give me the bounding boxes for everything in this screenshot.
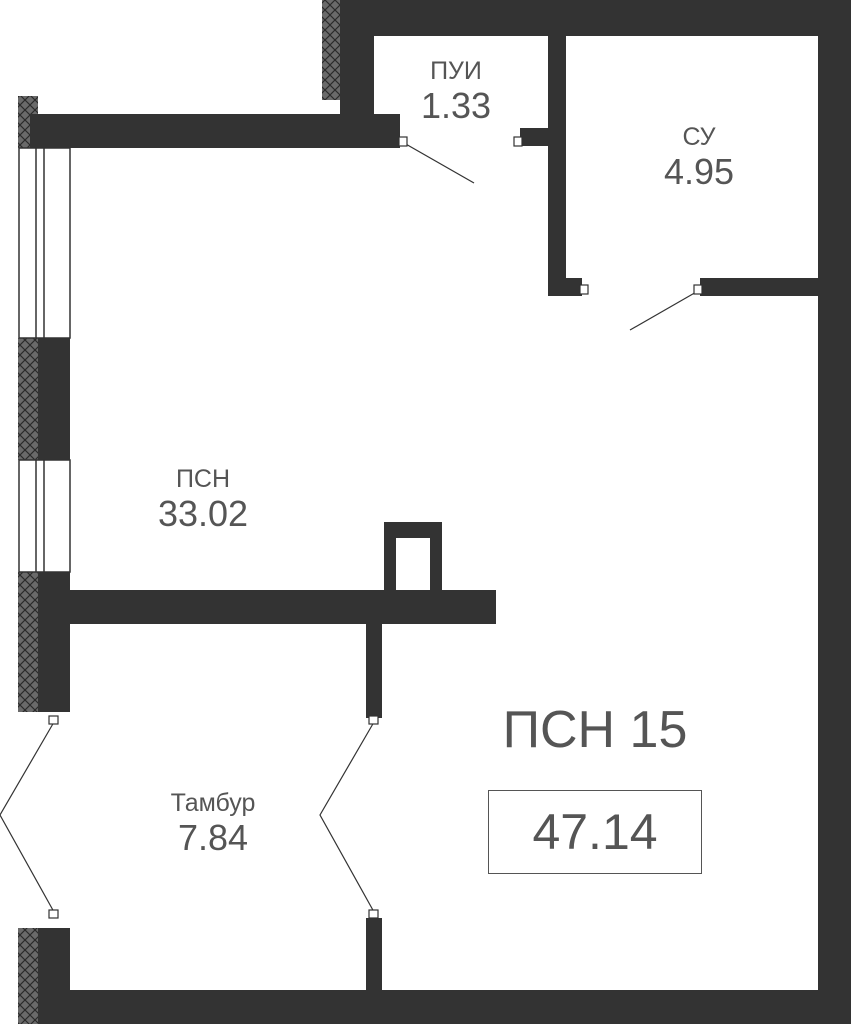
walls [30,0,851,1024]
door-hinges [48,136,703,919]
unit-title: ПСН 15 [502,701,688,759]
room-name: ПУИ [430,57,482,85]
door-swings [0,142,699,913]
room-label-tambur: Тамбур 7.84 [171,788,256,858]
room-label-pui: ПУИ 1.33 [421,56,491,126]
room-label-su: СУ 4.95 [664,122,734,192]
room-area: 33.02 [157,493,249,534]
room-area: 7.84 [177,817,249,858]
room-area: 4.95 [663,151,735,192]
total-area-box: 47.14 [488,790,702,874]
room-name: Тамбур [170,789,256,817]
insulation-hatching [18,0,342,1024]
room-label-psn: ПСН 33.02 [158,464,248,534]
room-area: 1.33 [420,85,492,126]
total-area-value: 47.14 [532,804,658,860]
room-name: ПСН [175,465,231,493]
windows [18,147,71,573]
room-name: СУ [682,123,716,151]
